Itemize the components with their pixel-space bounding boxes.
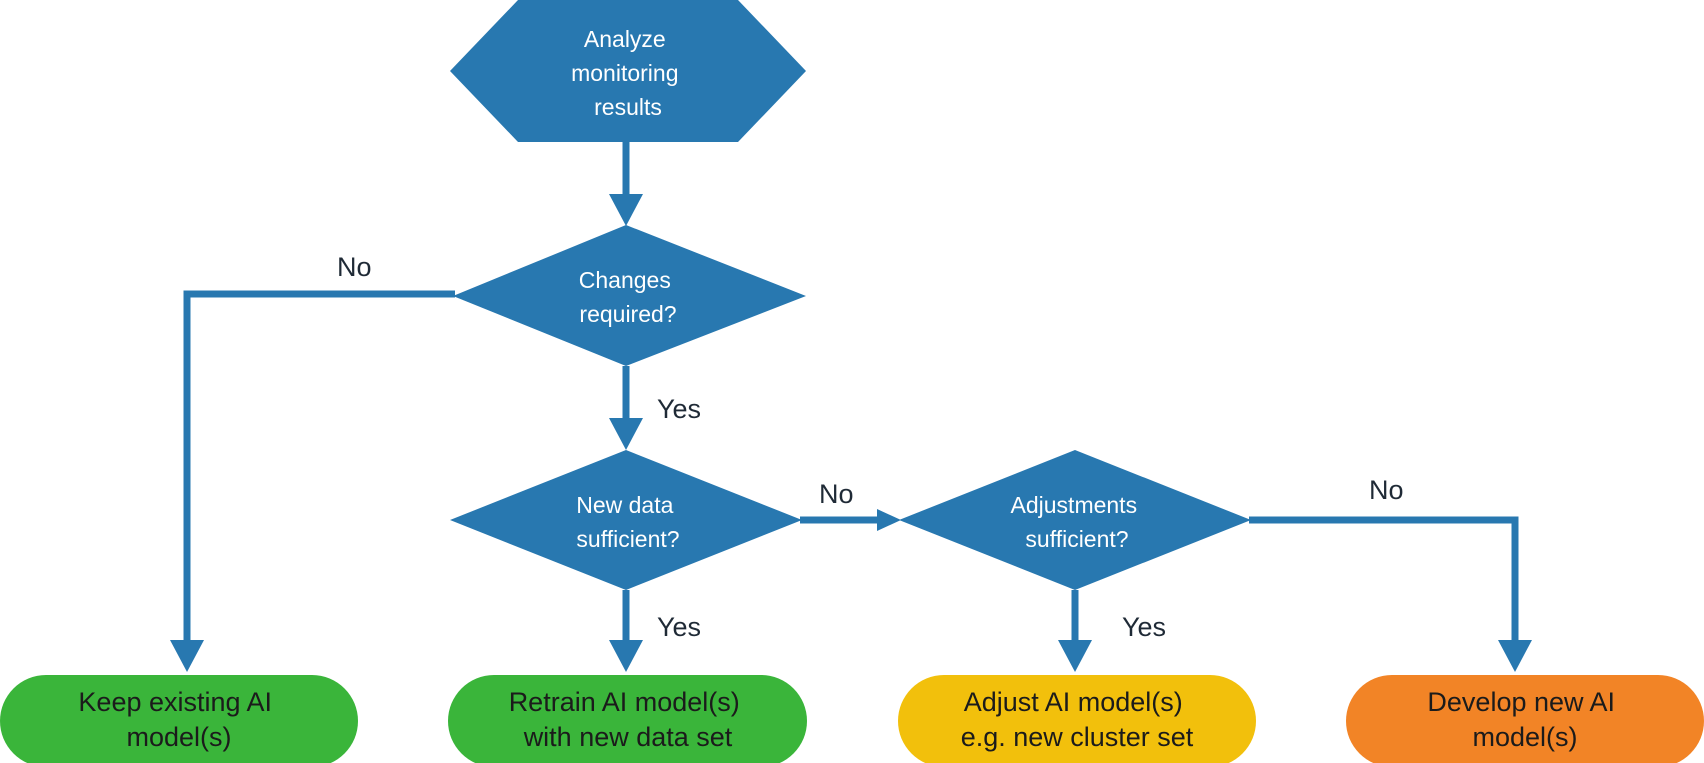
- hexagon-shape: [450, 0, 806, 142]
- node-label-line: results: [594, 94, 662, 120]
- node-label: Adjustments sufficient?: [1011, 492, 1144, 552]
- decision-adjustments-sufficient: Adjustments sufficient?: [899, 450, 1251, 590]
- node-label-line: monitoring: [571, 60, 678, 86]
- decision-changes-required: Changes required?: [453, 225, 806, 366]
- node-label-line: with new data set: [523, 722, 733, 752]
- diamond-shape: [899, 450, 1251, 590]
- diamond-shape: [450, 450, 802, 590]
- node-label: Develop new AI model(s): [1427, 687, 1622, 752]
- terminal-keep-existing-model: Keep existing AI model(s): [0, 675, 358, 763]
- node-label-line: model(s): [126, 722, 231, 752]
- edge-label-changes-yes: Yes: [657, 394, 701, 424]
- terminal-shape: [1346, 675, 1704, 763]
- node-label-line: sufficient?: [576, 526, 679, 552]
- connectors: [170, 142, 1532, 672]
- terminal-shape: [898, 675, 1256, 763]
- node-label-line: Analyze: [584, 26, 666, 52]
- node-label-line: New data: [576, 492, 673, 518]
- node-label: Analyze monitoring results: [571, 26, 685, 120]
- node-label-line: e.g. new cluster set: [961, 722, 1194, 752]
- node-label: Retrain AI model(s) with new data set: [509, 687, 748, 752]
- node-label-line: sufficient?: [1025, 526, 1128, 552]
- connector-adjustments-to-develop: [1249, 516, 1532, 672]
- node-analyze-monitoring-results: Analyze monitoring results: [450, 0, 806, 142]
- node-label: Adjust AI model(s) e.g. new cluster set: [961, 687, 1194, 752]
- terminal-adjust-model: Adjust AI model(s) e.g. new cluster set: [898, 675, 1256, 763]
- node-label-line: Adjustments: [1011, 492, 1138, 518]
- edge-label-adjustments-yes: Yes: [1122, 612, 1166, 642]
- node-label: New data sufficient?: [576, 492, 680, 552]
- node-label-line: Changes: [579, 267, 671, 293]
- terminal-shape: [448, 675, 807, 763]
- edge-label-new-data-no: No: [819, 479, 854, 509]
- terminal-develop-new-model: Develop new AI model(s): [1346, 675, 1704, 763]
- terminal-retrain-model: Retrain AI model(s) with new data set: [448, 675, 807, 763]
- edge-label-new-data-yes: Yes: [657, 612, 701, 642]
- edge-label-adjustments-no: No: [1369, 475, 1404, 505]
- decision-new-data-sufficient: New data sufficient?: [450, 450, 802, 590]
- node-label-line: required?: [579, 301, 676, 327]
- terminal-shape: [0, 675, 358, 763]
- node-label-line: Keep existing AI: [78, 687, 272, 717]
- node-label-line: model(s): [1472, 722, 1577, 752]
- node-label: Changes required?: [579, 267, 677, 327]
- node-label-line: Adjust AI model(s): [964, 687, 1183, 717]
- connector-changes-to-keep: [170, 290, 455, 672]
- node-label-line: Develop new AI: [1427, 687, 1615, 717]
- node-label-line: Retrain AI model(s): [509, 687, 740, 717]
- node-label: Keep existing AI model(s): [78, 687, 279, 752]
- edge-label-changes-no: No: [337, 252, 372, 282]
- diamond-shape: [453, 225, 806, 366]
- edge-labels: No Yes No Yes Yes No: [337, 252, 1404, 642]
